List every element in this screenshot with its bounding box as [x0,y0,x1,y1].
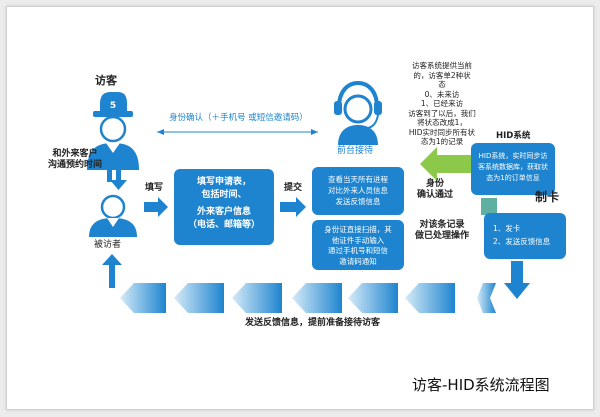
fill-arrow [144,197,168,217]
identity-double-arrow [157,129,318,135]
visitee-icon [89,194,137,237]
form-line-2: 包括时间、 [201,190,247,200]
hid-system-box: HID系统，实时同步访客系统数据库，获取状态为1的订单信息 [471,143,555,195]
left-communication-note: 和外来客户沟通预约时间 [47,149,102,170]
make-card-label: 制卡 [535,190,560,204]
communication-arrows-icon [101,159,127,190]
visitor-label: 访客 [95,74,117,87]
submit-label: 提交 [284,183,303,193]
reception-scan-box: 身份证直接扫描，其他证件手动输入通过手机号和短信邀请码通知 [312,220,404,270]
form-line-3: 外来客户信息 [196,207,251,217]
form-line-4: （电话、邮箱等） [187,220,260,230]
submit-arrow [280,197,306,217]
reception-label: 前台接待 [337,146,374,156]
visitor-cap-number: 5 [110,101,116,111]
diagram-caption: 访客-HID系统流程图 [412,376,550,394]
hid-system-label: HID系统 [496,131,531,141]
diagram-graphics: 5 [87,80,530,313]
feedback-note: 发送反馈信息，提前准备接待访客 [245,318,381,328]
hid-status-note: 访客系统提供当前 的，访客单2种状 态 0、未来访 1、已经来访 访客到了以后，… [408,61,476,146]
form-line-1: 填写申请表， [196,177,251,187]
hid-connector [481,198,497,215]
fill-label: 填写 [145,183,164,193]
diagram-canvas: 5 [6,6,594,410]
identity-confirm-label: 身份确认通过 [416,179,453,200]
down-arrow [504,261,530,299]
reception-agent-icon [334,80,382,145]
record-processed-note: 对该条记录做已处理操作 [414,220,469,241]
identity-note: 身份确认（＋手机号 或短信邀请码） [169,113,308,123]
reception-check-box: 查看当天所有进程对比外来人员信息发送反馈信息 [312,167,404,215]
return-up-arrow [102,254,122,288]
visitee-label: 被访者 [94,240,122,250]
visitor-icon: 5 [87,92,139,170]
application-form-box: 填写申请表， 包括时间、 外来客户信息 （电话、邮箱等） [174,169,274,245]
bottom-chevron-arrows [120,283,496,313]
sync-green-arrow [420,147,484,181]
